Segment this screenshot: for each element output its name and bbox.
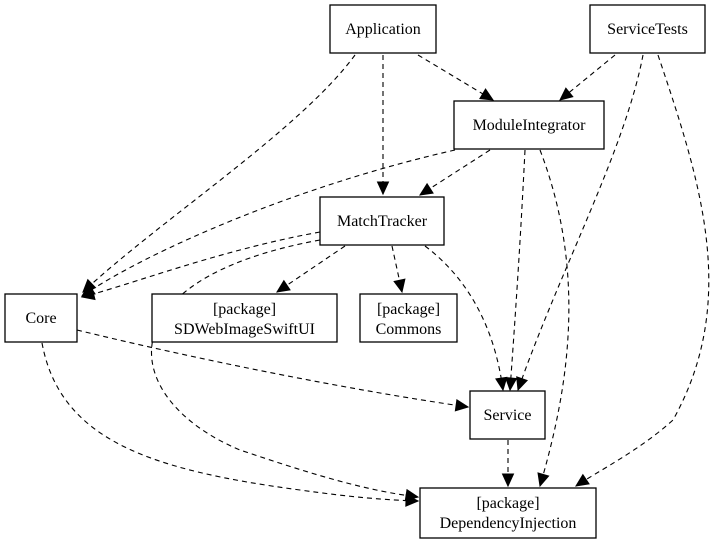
node-module-integrator[interactable]: ModuleIntegrator xyxy=(453,100,605,150)
edge-line xyxy=(559,54,616,101)
arrowhead-icon xyxy=(501,473,515,488)
node-commons-label-line1: [package] xyxy=(377,301,440,318)
edge-line xyxy=(76,329,469,408)
arrowhead-icon xyxy=(504,377,518,392)
arrowhead-icon xyxy=(405,494,420,507)
edge-line xyxy=(417,54,494,101)
arrowhead-icon xyxy=(516,376,529,392)
arrowhead-icon xyxy=(559,87,574,101)
arrowhead-icon xyxy=(376,181,390,196)
edge-line xyxy=(276,245,346,293)
edge-application-to-match-tracker xyxy=(376,55,390,196)
edge-line xyxy=(517,54,644,391)
edge-core-to-service xyxy=(76,329,470,412)
edge-service-tests-to-dependency-injection xyxy=(575,54,710,487)
node-match-tracker-label: MatchTracker xyxy=(337,213,428,230)
edge-application-to-module-integrator xyxy=(417,54,495,101)
edge-match-tracker-to-sdweb-image-swift-ui xyxy=(276,245,346,293)
edge-module-integrator-to-service xyxy=(504,149,526,392)
edge-line xyxy=(575,54,710,487)
edge-line xyxy=(150,239,419,498)
edge-match-tracker-to-service xyxy=(424,245,508,392)
node-sdwebimage-swiftui-label-line2: SDWebImageSwiftUI xyxy=(174,321,315,338)
arrowhead-icon xyxy=(479,88,495,101)
edge-module-integrator-to-dependency-injection xyxy=(537,149,570,488)
node-core-label: Core xyxy=(25,310,56,327)
edge-line xyxy=(509,149,526,391)
node-service-tests[interactable]: ServiceTests xyxy=(589,4,706,54)
edge-service-tests-to-module-integrator xyxy=(559,54,616,101)
edge-match-tracker-to-dependency-injection xyxy=(150,239,420,502)
node-dependency-injection[interactable]: [package] DependencyInjection xyxy=(419,487,597,539)
node-commons[interactable]: [package] Commons xyxy=(359,293,458,343)
arrowhead-icon xyxy=(393,278,406,294)
edge-application-to-core xyxy=(82,54,356,293)
node-sdwebimage-swiftui-label-line1: [package] xyxy=(213,301,276,318)
arrowhead-icon xyxy=(537,472,550,488)
node-match-tracker[interactable]: MatchTracker xyxy=(319,196,445,246)
arrowhead-icon xyxy=(276,279,291,293)
node-dependency-injection-label-line2: DependencyInjection xyxy=(440,515,577,532)
node-core[interactable]: Core xyxy=(4,293,78,343)
node-service[interactable]: Service xyxy=(469,390,546,440)
edge-service-tests-to-service xyxy=(516,54,644,392)
arrowhead-icon xyxy=(495,376,508,392)
arrowhead-icon xyxy=(454,399,470,412)
edge-match-tracker-to-core xyxy=(80,231,321,301)
nodes-layer: Application ServiceTests ModuleIntegrato… xyxy=(4,4,706,539)
edge-core-to-dependency-injection xyxy=(41,342,420,507)
node-sdwebimage-swiftui[interactable]: [package] SDWebImageSwiftUI xyxy=(151,293,338,343)
edges-layer xyxy=(41,54,710,507)
edge-line xyxy=(41,342,419,502)
edge-line xyxy=(419,149,491,196)
edge-module-integrator-to-match-tracker xyxy=(418,149,491,196)
node-module-integrator-label: ModuleIntegrator xyxy=(473,117,587,134)
node-application[interactable]: Application xyxy=(329,4,437,54)
node-service-tests-label: ServiceTests xyxy=(607,21,688,38)
arrowhead-icon xyxy=(418,182,434,196)
arrowhead-icon xyxy=(575,473,590,487)
edge-service-to-dependency-injection xyxy=(501,440,515,488)
edge-line xyxy=(81,149,456,297)
node-dependency-injection-label-line1: [package] xyxy=(476,495,539,512)
edge-line xyxy=(81,231,321,298)
edge-line xyxy=(424,245,504,391)
node-commons-label-line2: Commons xyxy=(376,321,442,338)
arrowhead-icon xyxy=(80,287,96,301)
node-application-label: Application xyxy=(345,21,421,38)
node-service-label: Service xyxy=(484,407,532,424)
edge-line xyxy=(82,54,356,293)
edge-match-tracker-to-commons xyxy=(391,245,406,294)
